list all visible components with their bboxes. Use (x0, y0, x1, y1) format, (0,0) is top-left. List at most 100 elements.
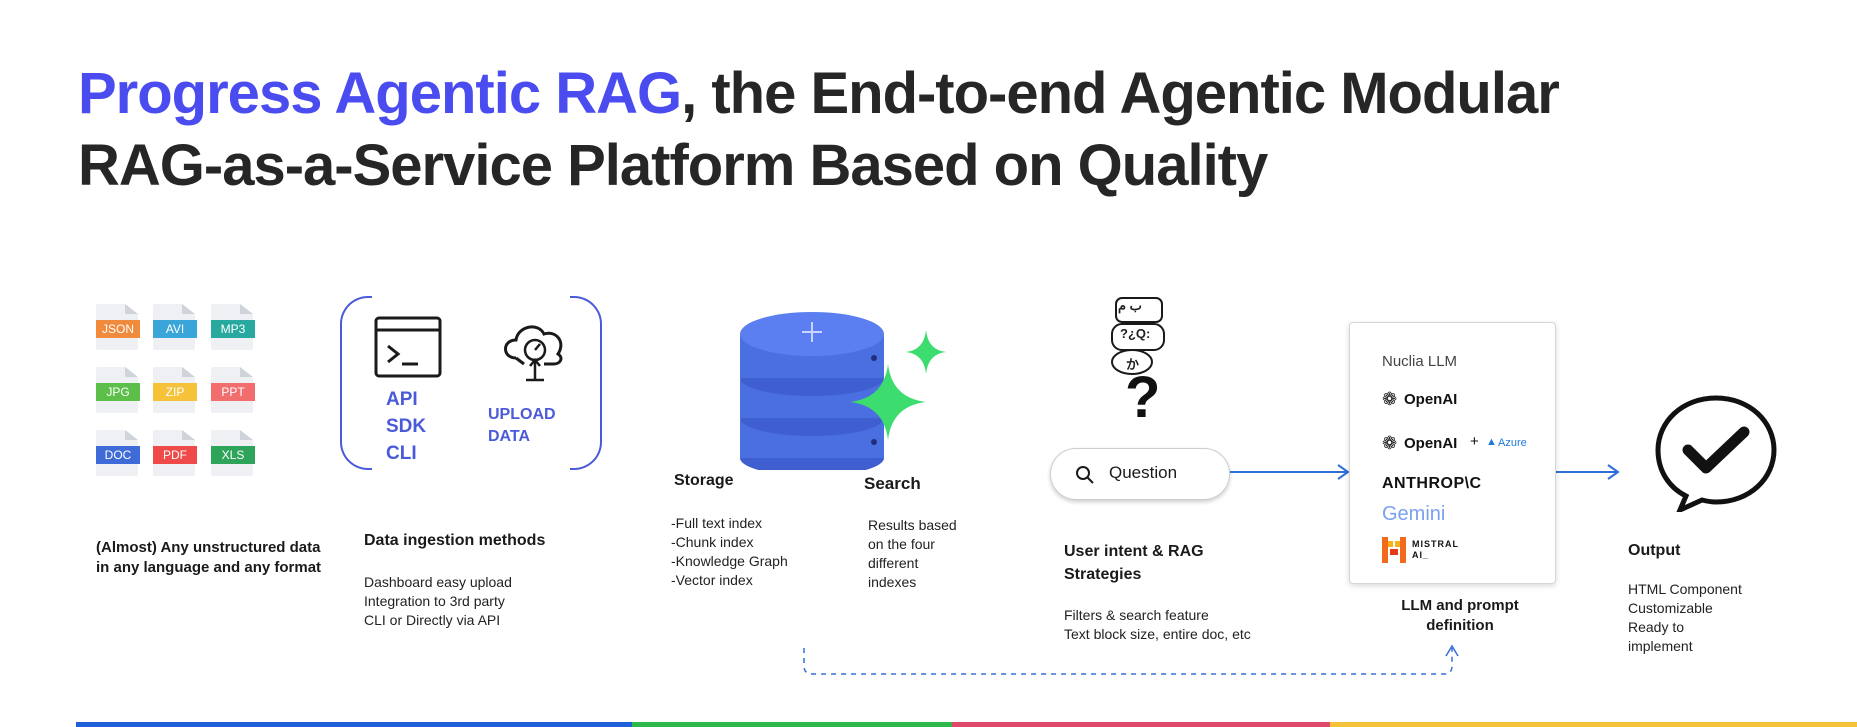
openai-azure-logo: ❁ OpenAI + ▲ Azure (1382, 433, 1552, 453)
search-detail: on the four (868, 536, 935, 552)
file-type-label: XLS (211, 446, 255, 464)
brace-left (340, 296, 372, 470)
file-fold (182, 367, 195, 377)
file-fold (182, 304, 195, 314)
arrow-to-output (1556, 464, 1620, 480)
bottom-bar-yellow (1330, 722, 1857, 727)
terminal-icon (374, 316, 442, 378)
check-bubble-icon (1655, 395, 1777, 512)
nuclia-llm-label: Nuclia LLM (1382, 353, 1458, 370)
upload-line2: DATA (488, 428, 531, 445)
file-fold (125, 304, 138, 314)
file-type-label: DOC (96, 446, 140, 464)
brace-right (570, 296, 602, 470)
speech-glyph-3: か (1126, 357, 1140, 372)
file-type-label: AVI (153, 320, 197, 338)
sources-caption: (Almost) Any unstructured data in any la… (96, 539, 322, 576)
search-icon (1076, 466, 1094, 484)
anthropic-logo: ANTHROP\C (1382, 475, 1482, 492)
openai-label: OpenAI (1404, 435, 1458, 452)
feedback-loop-arrow (803, 644, 1459, 675)
file-avi-icon: AVI (153, 304, 197, 350)
search-detail: indexes (868, 574, 917, 590)
output-detail: HTML Component (1628, 581, 1742, 597)
file-pdf-icon: PDF (153, 430, 197, 476)
output-detail: Customizable (1628, 600, 1713, 616)
search-heading: Search (864, 474, 921, 493)
ingestion-detail: CLI or Directly via API (364, 612, 501, 628)
intent-heading-line: Strategies (1064, 566, 1142, 583)
output-heading: Output (1628, 542, 1681, 559)
bottom-bar-red (952, 722, 1330, 727)
file-json-icon: JSON (96, 304, 140, 350)
title-line2: RAG-as-a-Service Platform Based on Quali… (78, 133, 1268, 198)
speech-glyph-1: ب م (1118, 298, 1142, 313)
file-fold (240, 367, 253, 377)
mistral-line: MISTRAL (1412, 539, 1459, 549)
mistral-icon (1382, 537, 1406, 563)
arrow-to-llm (1230, 464, 1350, 480)
intent-detail: Filters & search feature (1064, 607, 1209, 623)
page-title: Progress Agentic RAG, the End-to-end Age… (78, 58, 1818, 202)
cloud-upload-icon (504, 325, 563, 382)
output-detail: implement (1628, 638, 1693, 654)
file-zip-icon: ZIP (153, 367, 197, 413)
llm-heading: LLM and prompt definition (1380, 596, 1540, 636)
method-api: API (386, 389, 418, 410)
file-jpg-icon: JPG (96, 367, 140, 413)
output-details: HTML Component Customizable Ready to imp… (1628, 580, 1742, 656)
storage-heading: Storage (674, 472, 734, 489)
openai-label: OpenAI (1404, 391, 1458, 408)
storage-item: -Full text index (671, 515, 763, 531)
llm-heading-line: LLM and prompt (1401, 597, 1519, 614)
file-ppt-icon: PPT (211, 367, 255, 413)
storage-item: -Vector index (671, 572, 753, 588)
file-fold (240, 304, 253, 314)
upload-data-label: UPLOAD DATA (488, 404, 556, 448)
question-search-box[interactable]: Question (1050, 448, 1230, 500)
languages-question-icon (1111, 297, 1165, 375)
database-icon (740, 312, 946, 470)
plus-sign: + (1470, 433, 1479, 450)
file-mp3-icon: MP3 (211, 304, 255, 350)
storage-item: -Chunk index (671, 534, 754, 550)
file-doc-icon: DOC (96, 430, 140, 476)
ingestion-detail: Dashboard easy upload (364, 574, 512, 590)
search-details: Results based on the four different inde… (868, 516, 957, 592)
file-type-label: PPT (211, 383, 255, 401)
mistral-line: AI_ (1412, 550, 1430, 560)
mistral-label: MISTRAL AI_ (1412, 539, 1459, 561)
file-fold (125, 430, 138, 440)
llm-providers-card: Nuclia LLM ❁ OpenAI ❁ OpenAI + ▲ Azure A… (1349, 322, 1556, 584)
file-fold (182, 430, 195, 440)
question-mark: ? (1125, 365, 1161, 430)
method-cli: CLI (386, 443, 417, 464)
bottom-bar-blue (76, 722, 632, 727)
intent-details: Filters & search feature Text block size… (1064, 606, 1251, 644)
file-type-label: MP3 (211, 320, 255, 338)
storage-item: -Knowledge Graph (671, 553, 788, 569)
openai-icon: ❁ (1382, 433, 1398, 453)
azure-icon: ▲ (1486, 436, 1497, 448)
openai-icon: ❁ (1382, 389, 1398, 409)
mistral-logo: MISTRAL AI_ (1382, 537, 1522, 565)
storage-items: -Full text index -Chunk index -Knowledge… (671, 514, 788, 590)
intent-heading: User intent & RAG Strategies (1064, 540, 1204, 586)
intent-heading-line: User intent & RAG (1064, 543, 1204, 560)
search-detail: different (868, 555, 919, 571)
gemini-logo: Gemini (1382, 503, 1446, 525)
upload-line1: UPLOAD (488, 406, 556, 423)
ingestion-heading: Data ingestion methods (364, 532, 546, 549)
azure-label: Azure (1498, 437, 1527, 449)
intent-detail: Text block size, entire doc, etc (1064, 626, 1251, 642)
ingestion-methods-list: API SDK CLI (386, 386, 426, 467)
file-type-label: JSON (96, 320, 140, 338)
title-rest-line1: , the End-to-end Agentic Modular (681, 61, 1560, 126)
file-type-label: ZIP (153, 383, 197, 401)
ingestion-detail: Integration to 3rd party (364, 593, 505, 609)
title-accent: Progress Agentic RAG (78, 61, 682, 126)
method-sdk: SDK (386, 416, 427, 437)
search-detail: Results based (868, 517, 957, 533)
question-label: Question (1109, 463, 1178, 482)
speech-glyph-2: ?¿Q: (1120, 326, 1151, 341)
